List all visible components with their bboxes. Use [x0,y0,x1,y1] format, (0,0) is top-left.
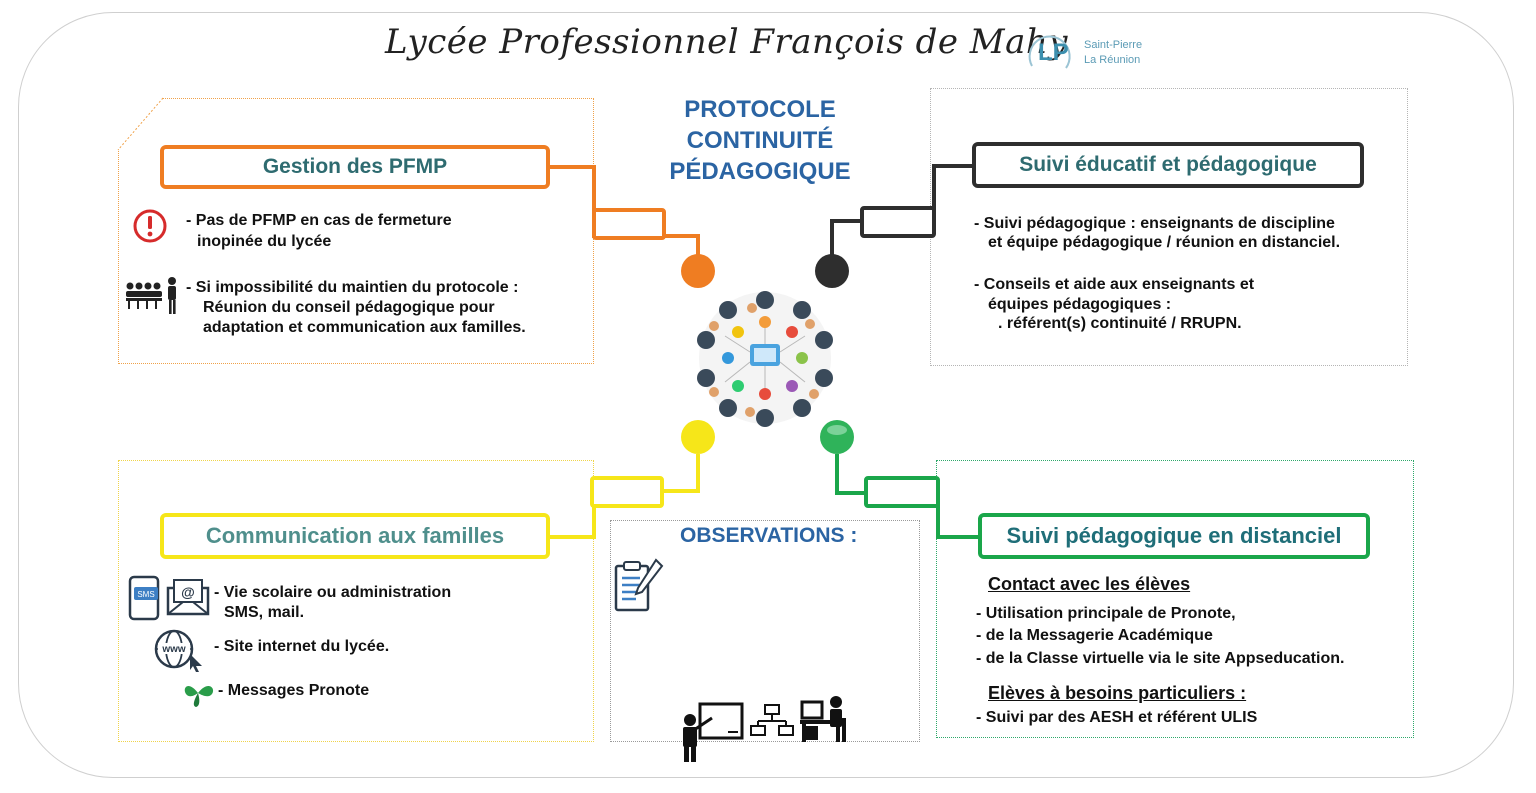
network-icon [750,704,794,736]
school-title: Lycée Professionnel François de Mahy [385,22,1068,62]
panel-observations [610,520,920,742]
yellow-dot [681,420,715,454]
distanciel-title: Suivi pédagogique en distanciel [978,513,1370,559]
team-network-icon [697,291,833,427]
comm-title: Communication aux familles [160,513,550,559]
pfmp-item2-line2: Réunion du conseil pédagogique pour [203,299,495,316]
globe-www-icon: www [154,629,202,672]
outer-frame [18,12,1514,778]
clipboard-icon [614,558,664,612]
pronote-leaf-icon [184,686,214,707]
suivi-line3: - Conseils et aide aux enseignants et [974,276,1255,293]
pfmp-item1-line1: - Pas de PFMP en cas de fermeture [186,212,452,229]
pfmp-title: Gestion des PFMP [160,145,550,189]
lp-logo-icon: LP [1028,35,1071,69]
dist-line1: - Utilisation principale de Pronote, [976,605,1236,622]
panel-comm [118,460,594,742]
dist-line4: - Suivi par des AESH et référent ULIS [976,709,1258,726]
observations-title: OBSERVATIONS : [680,524,858,547]
orange-dot [681,254,715,288]
teacher-board-icon [683,702,744,762]
comm-item2: - Site internet du lycée. [214,638,390,655]
panel-distanciel [936,460,1414,738]
sms-label: SMS [137,590,154,599]
center-title-line1: PROTOCOLE [684,96,836,123]
center-title-line2: CONTINUITÉ [686,127,834,154]
dark-dot [815,254,849,288]
school-logo: LP Saint-Pierre La Réunion [1026,30,1156,74]
www-label: www [161,644,186,655]
logo-line2: La Réunion [1084,54,1141,66]
dist-subtitle-besoins: Elèves à besoins particuliers : [988,683,1247,703]
logo-line1: Saint-Pierre [1084,39,1143,51]
dist-line3: - de la Classe virtuelle via le site App… [976,650,1345,667]
dist-subtitle-contact: Contact avec les élèves [988,574,1191,594]
dist-line2: - de la Messagerie Académique [976,627,1213,644]
at-label: @ [181,584,195,600]
comm-item1-line1: - Vie scolaire ou administration [214,584,452,601]
suivi-line1: - Suivi pédagogique : enseignants de dis… [974,215,1335,232]
suivi-line5: . référent(s) continuité / RRUPN. [998,315,1242,332]
center-title-line3: PÉDAGOGIQUE [669,158,851,185]
pfmp-item2-line3: adaptation et communication aux familles… [203,319,526,336]
center-title: PROTOCOLE CONTINUITÉ PÉDAGOGIQUE [640,94,880,187]
phone-sms-icon: SMS [128,575,160,621]
student-computer-icon [800,696,846,742]
suivi-title: Suivi éducatif et pédagogique [972,142,1364,188]
suivi-line2: et équipe pédagogique / réunion en dista… [988,234,1341,251]
exclamation-icon [133,209,167,243]
comm-item1-line2: SMS, mail. [224,604,305,621]
pfmp-item2-line1: - Si impossibilité du maintien du protoc… [186,279,519,296]
mail-icon: @ [166,579,210,616]
panel-pfmp-corner [117,97,164,151]
comm-item3: - Messages Pronote [218,682,370,699]
pfmp-item1-line2: inopinée du lycée [197,233,332,250]
meeting-icon [126,277,176,314]
suivi-line4: équipes pédagogiques : [988,296,1172,313]
logo-letters: LP [1038,39,1069,66]
